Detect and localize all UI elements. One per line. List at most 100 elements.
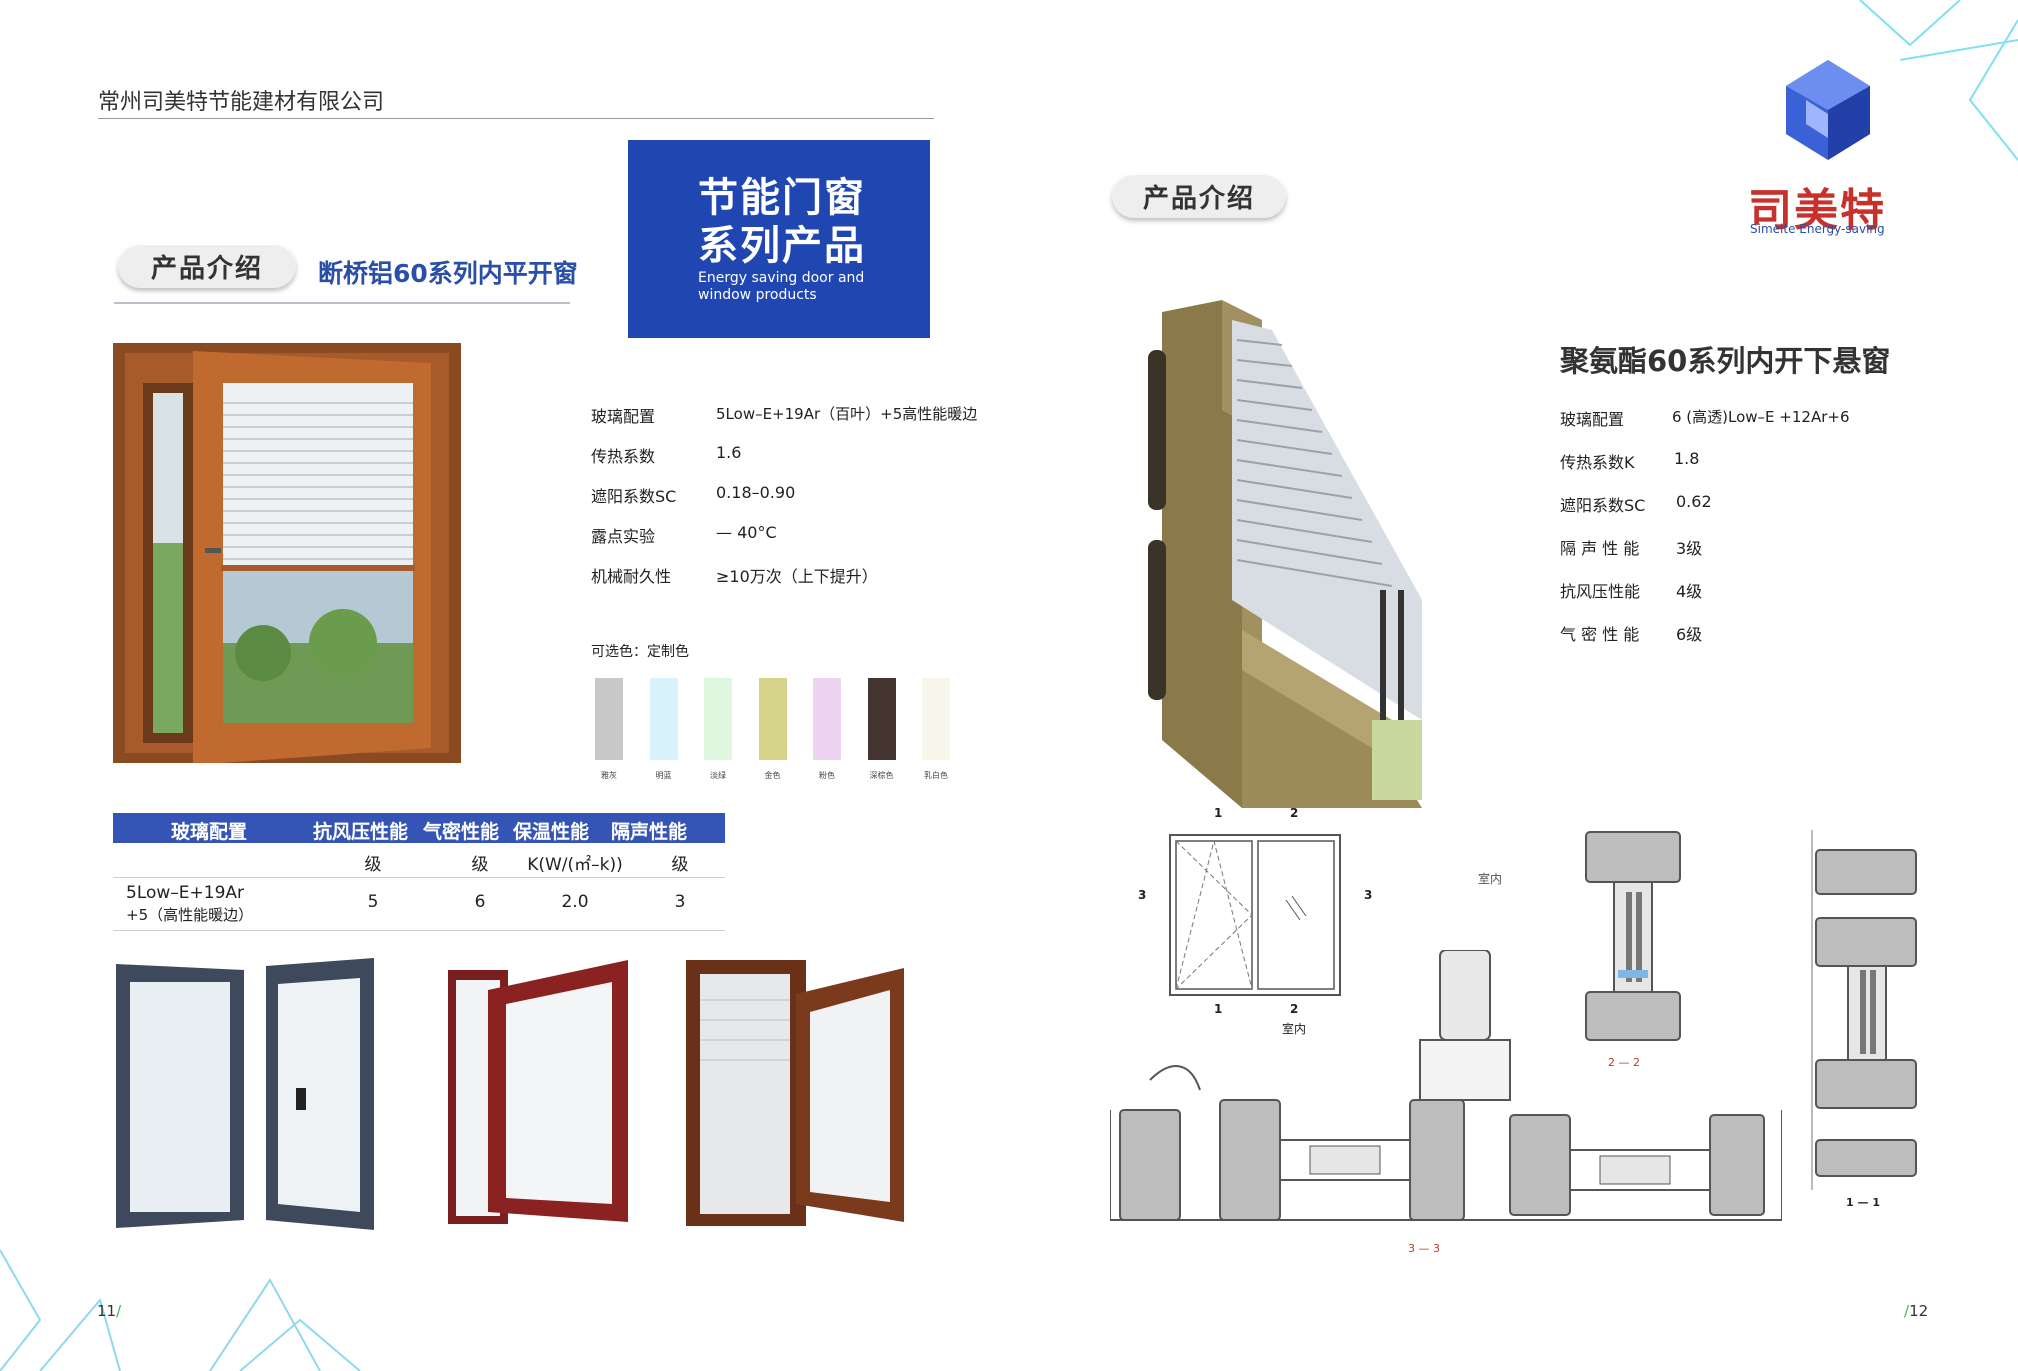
right-spec-label-sound: 隔 声 性 能 <box>1560 539 1640 558</box>
table-value-sound: 3 <box>674 892 686 912</box>
product-title: 聚氨酯60系列内开下悬窗 <box>1560 344 1891 378</box>
banner-box: 节能门窗 系列产品 Energy saving door and window … <box>628 140 930 338</box>
table-header-sound: 隔声性能 <box>611 821 688 843</box>
color-swatch-label: 粉色 <box>819 771 835 780</box>
color-swatch <box>922 678 950 760</box>
color-swatch-label: 深棕色 <box>869 771 894 780</box>
corner-decoration-bottom-left <box>0 1249 361 1371</box>
right-spec-value-sound: 3级 <box>1676 539 1703 558</box>
colors-label: 可选色：定制色 <box>591 644 689 660</box>
drawing-label-indoor-top: 室内 <box>1478 872 1503 886</box>
spec-value-durability: ≥10万次（上下提升） <box>716 567 878 586</box>
page-slash-left: / <box>116 1302 122 1320</box>
spec-label-shade: 遮阳系数SC <box>591 487 677 506</box>
section-drawing-2-2 <box>1585 831 1681 1041</box>
spec-value-heat: 1.6 <box>716 443 742 462</box>
table-header-glass: 玻璃配置 <box>171 821 248 843</box>
table-unit-wind: 级 <box>364 855 382 875</box>
right-spec-label-wind: 抗风压性能 <box>1560 582 1641 601</box>
table-header-wind: 抗风压性能 <box>313 821 409 843</box>
corner-decoration-top-right <box>1859 0 2018 161</box>
table-glass-line2: +5（高性能暖边） <box>126 906 254 924</box>
color-swatch-label: 金色 <box>764 771 781 780</box>
intro-pill-right: 产品介绍 <box>1112 174 1286 218</box>
drawing-label-3-left: 3 <box>1138 888 1147 902</box>
right-spec-value-shade: 0.62 <box>1676 492 1712 511</box>
right-spec-value-air: 6级 <box>1676 625 1703 644</box>
page-number-left: 11/ <box>97 1302 121 1320</box>
spec-value-dew: — 40°C <box>716 523 777 542</box>
table-value-insulation: 2.0 <box>561 892 589 912</box>
spec-label-durability: 机械耐久性 <box>591 567 672 586</box>
header-divider <box>98 118 934 119</box>
banner-subtitle-line1: Energy saving door and <box>698 270 865 286</box>
spec-label-glass: 玻璃配置 <box>591 407 656 426</box>
profile-3d-illustration <box>1148 300 1422 808</box>
drawing-label-3-3: 3 — 3 <box>1408 1242 1440 1255</box>
section-drawing-3-3 <box>1110 950 1782 1221</box>
drawing-label-1-bottom: 1 <box>1214 1002 1223 1016</box>
page-slash-right: / <box>1904 1302 1910 1320</box>
window-photo-red <box>448 960 628 1224</box>
color-swatch-label: 乳白色 <box>924 771 948 780</box>
banner-subtitle: Energy saving door and window products <box>698 270 918 304</box>
right-spec-label-air: 气 密 性 能 <box>1560 625 1640 644</box>
banner-title: 节能门窗 系列产品 <box>698 174 866 270</box>
table-unit-sound: 级 <box>671 855 689 875</box>
table-header: 玻璃配置 抗风压性能 气密性能 保温性能 隔声性能 <box>113 813 725 843</box>
section-title: 断桥铝60系列内平开窗 <box>318 259 578 288</box>
drawing-label-2-bottom: 2 <box>1290 1002 1299 1016</box>
table-value-wind: 5 <box>367 892 379 912</box>
window-photo-gray <box>116 958 374 1230</box>
banner-title-line1: 节能门窗 <box>698 175 866 221</box>
drawing-label-indoor-bottom: 室内 <box>1282 1022 1307 1036</box>
drawing-label-2-2: 2 — 2 <box>1608 1056 1640 1069</box>
color-swatch <box>758 678 787 760</box>
page-number-right-value: 12 <box>1909 1302 1929 1320</box>
brand-name: 司美特 <box>1748 185 1886 236</box>
table-header-air: 气密性能 <box>423 821 500 843</box>
table-header-insulation: 保温性能 <box>513 821 590 843</box>
company-name: 常州司美特节能建材有限公司 <box>98 90 385 115</box>
color-swatch <box>595 678 623 760</box>
color-swatch <box>704 678 732 760</box>
table-glass-line1: 5Low–E+19Ar <box>126 883 245 903</box>
drawing-label-3-right: 3 <box>1364 888 1373 902</box>
right-spec-label-glass: 玻璃配置 <box>1560 410 1625 429</box>
section-drawing-1-1 <box>1811 830 1917 1190</box>
drawing-label-2-top: 2 <box>1290 806 1299 820</box>
spec-label-dew: 露点实验 <box>591 527 656 546</box>
right-spec-value-glass: 6 (高透)Low–E +12Ar+6 <box>1672 408 1850 426</box>
section-divider <box>114 302 570 304</box>
color-swatch-label: 淡绿 <box>710 771 726 780</box>
right-spec-label-shade: 遮阳系数SC <box>1560 496 1646 515</box>
spec-label-heat: 传热系数 <box>591 447 656 466</box>
banner-subtitle-line2: window products <box>698 287 817 303</box>
banner-title-line2: 系列产品 <box>698 223 866 269</box>
color-swatch <box>867 678 896 760</box>
table-unit-air: 级 <box>471 855 489 875</box>
color-swatch <box>649 678 678 760</box>
table-rule-1 <box>113 877 725 878</box>
window-elevation-drawing <box>1169 834 1341 996</box>
page-number-right: /12 <box>1904 1302 1928 1320</box>
brand-logo-icon <box>1786 60 1870 160</box>
drawing-label-1-1: 1 — 1 <box>1846 1196 1880 1209</box>
color-swatch <box>813 678 841 760</box>
right-spec-label-heat: 传热系数K <box>1560 453 1635 472</box>
right-spec-value-wind: 4级 <box>1676 582 1703 601</box>
color-swatch-label: 雅灰 <box>601 771 617 780</box>
table-unit-insulation: K(W/(㎡–k)) <box>527 855 623 875</box>
intro-pill-left: 产品介绍 <box>118 244 296 288</box>
spec-value-shade: 0.18–0.90 <box>716 483 796 502</box>
spec-value-glass: 5Low–E+19Ar（百叶）+5高性能暖边 <box>716 405 978 423</box>
window-photo-wood <box>686 960 904 1226</box>
color-swatch-label: 明蓝 <box>655 771 672 780</box>
page-number-left-value: 11 <box>97 1302 117 1320</box>
drawing-label-1-top: 1 <box>1214 806 1223 820</box>
window-product-photo <box>113 343 461 763</box>
right-spec-value-heat: 1.8 <box>1674 449 1700 468</box>
brand-sub: Simeite Energy-saving <box>1750 222 1885 236</box>
table-rule-2 <box>113 930 725 931</box>
table-value-air: 6 <box>474 892 486 912</box>
